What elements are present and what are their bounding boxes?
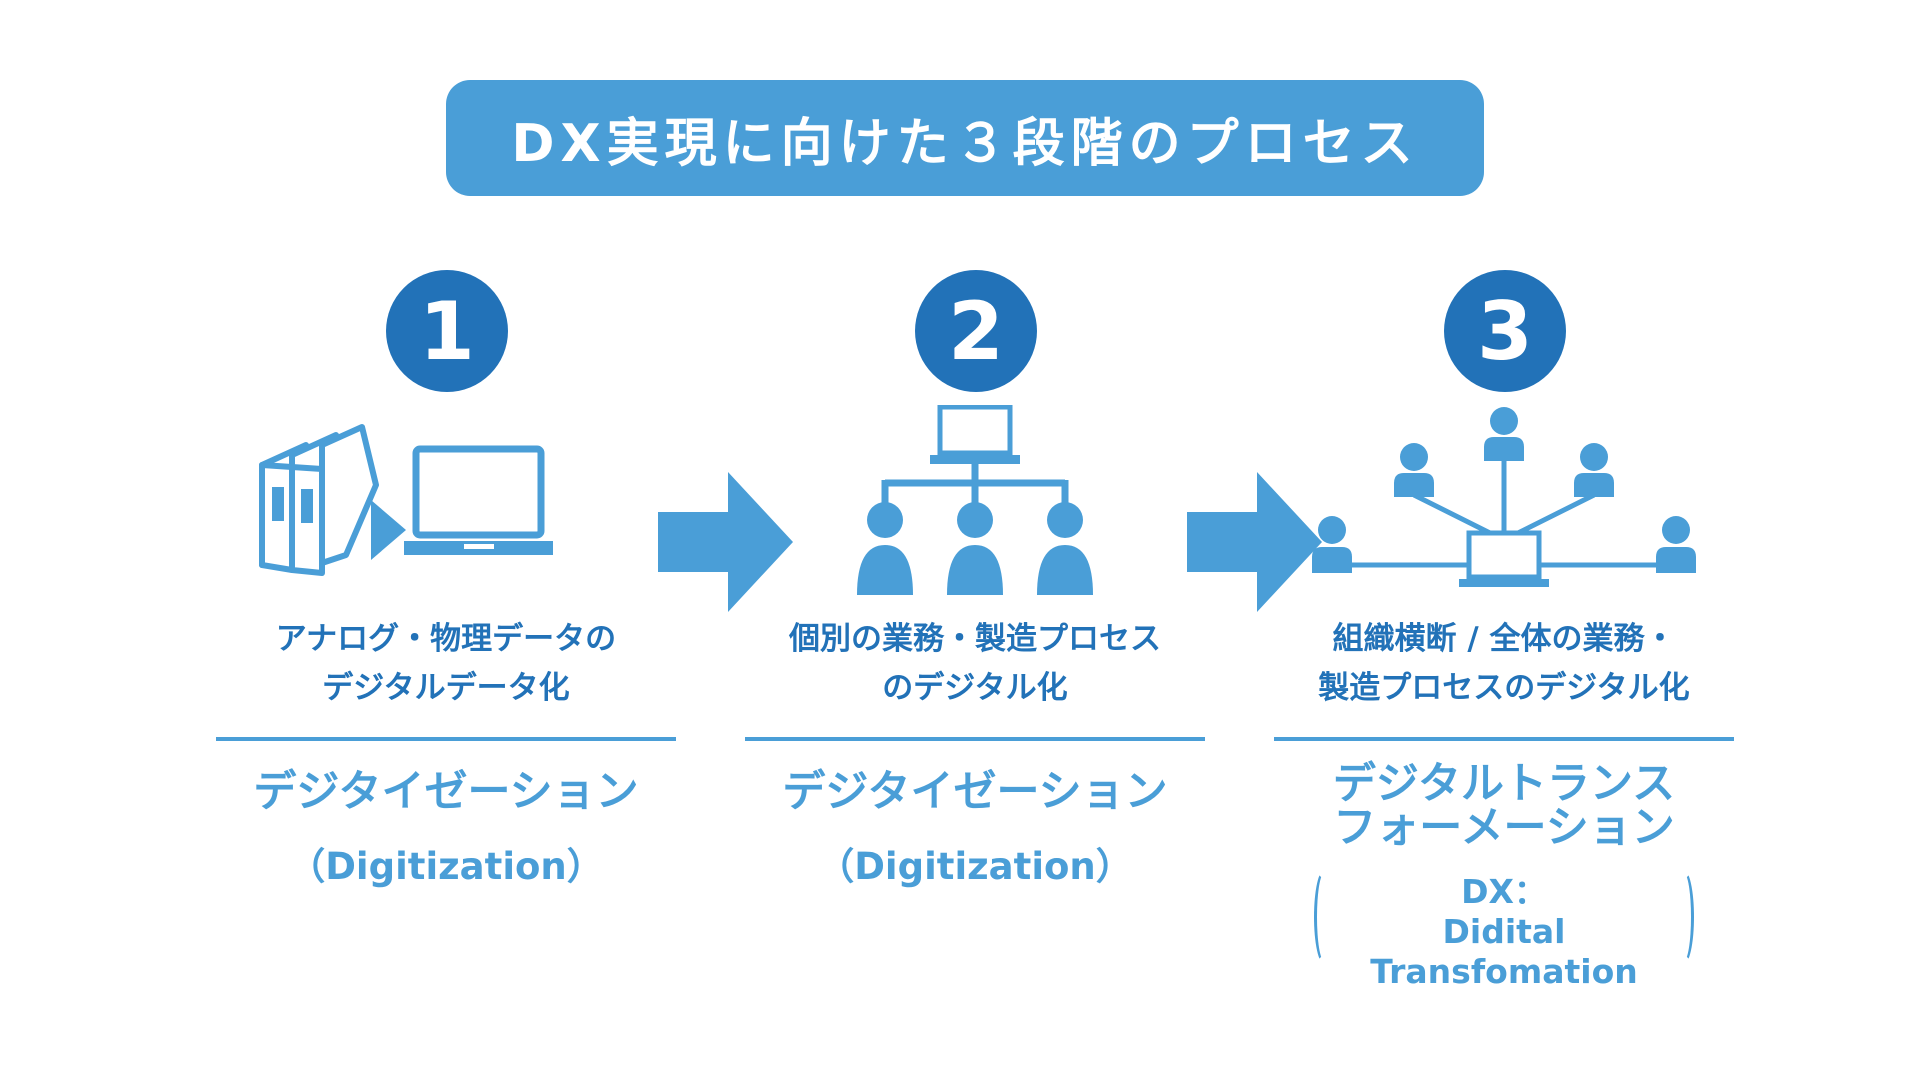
page-title: DX実現に向けた３段階のプロセス <box>511 113 1419 174</box>
step-number-badge: 2 <box>915 270 1037 392</box>
step-number: 2 <box>948 284 1004 378</box>
stage-subtitle-line: DX： <box>1461 872 1547 911</box>
step-number: 1 <box>419 284 475 378</box>
right-paren <box>1677 870 1694 964</box>
left-paren <box>1314 870 1331 964</box>
stage-subtitle: （Digitization） <box>817 845 1133 888</box>
stage-subtitle: DX： Didital Transfomation <box>1304 870 1704 991</box>
laptop-hub-people-icon <box>1312 407 1696 587</box>
paper-files-to-laptop-icon <box>259 424 553 576</box>
step-number: 3 <box>1477 284 1533 378</box>
stage-name-line: デジタルトランス <box>1332 759 1676 809</box>
stage-name: デジタイゼーション <box>253 767 639 817</box>
step-description: 個別の業務・製造プロセス のデジタル化 <box>745 615 1205 713</box>
stage-subtitle-line: Didital Transfomation <box>1370 912 1638 991</box>
stage-subtitle: （Digitization） <box>288 845 604 888</box>
stage-name: デジタルトランス フォーメーション <box>1274 762 1734 850</box>
divider <box>745 737 1205 741</box>
step-number-badge: 3 <box>1444 270 1566 392</box>
description-line: デジタルデータ化 <box>322 670 570 706</box>
title-banner: DX実現に向けた３段階のプロセス <box>446 80 1484 196</box>
divider <box>1274 737 1734 741</box>
stage-name-line: フォーメーション <box>1333 803 1675 853</box>
right-arrow-icon <box>1187 472 1322 612</box>
step-number-badge: 1 <box>386 270 508 392</box>
divider <box>216 737 676 741</box>
laptop-network-people-icon <box>857 405 1093 595</box>
stage-name: デジタイゼーション <box>782 767 1168 817</box>
description-line: 個別の業務・製造プロセス <box>789 621 1161 657</box>
description-line: アナログ・物理データの <box>275 621 617 657</box>
description-line: 製造プロセスのデジタル化 <box>1318 670 1690 706</box>
description-line: のデジタル化 <box>882 670 1068 706</box>
right-arrow-icon <box>658 472 793 612</box>
step-description: アナログ・物理データの デジタルデータ化 <box>216 615 676 713</box>
step-description: 組織横断 / 全体の業務・ 製造プロセスのデジタル化 <box>1274 615 1734 713</box>
description-line: 組織横断 / 全体の業務・ <box>1332 621 1676 657</box>
stage-subtitle-text: DX： Didital Transfomation <box>1304 872 1704 992</box>
